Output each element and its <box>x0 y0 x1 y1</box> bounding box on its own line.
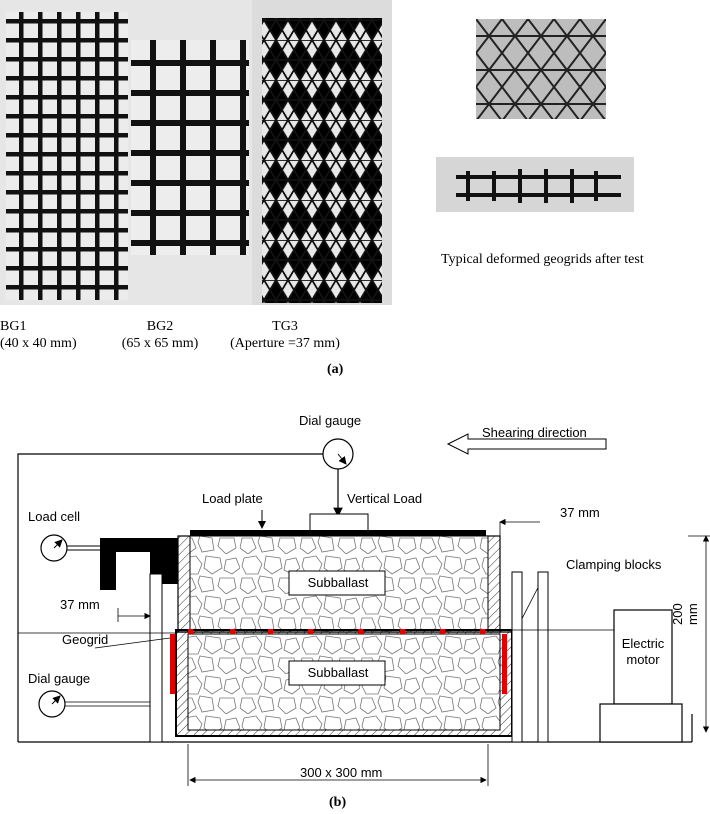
sample-spec: (65 x 65 mm) <box>121 336 199 351</box>
dim-300mm-label: 300 x 300 mm <box>300 765 383 780</box>
dim-37mm-right: 37 mm <box>560 505 600 520</box>
subballast-upper-box <box>288 570 386 596</box>
shearing-direction-label: Shearing direction <box>482 425 587 440</box>
panel-b-label: (b) <box>329 795 347 810</box>
shearing-direction-arrow <box>446 433 607 455</box>
dial-gauge-left-label: Dial gauge <box>28 671 91 686</box>
vertical-load-label: Vertical Load <box>347 491 423 506</box>
sample-caption-bg1: BG1 (40 x 40 mm) <box>0 318 77 352</box>
load-plate-label: Load plate <box>202 491 263 506</box>
load-plate <box>190 530 486 536</box>
geogrid-samples-graphic <box>0 0 392 305</box>
sample-spec: (40 x 40 mm) <box>0 336 77 351</box>
geogrid-photo-panel <box>0 0 392 305</box>
deformed-geogrids-caption: Typical deformed geogrids after test <box>441 252 644 267</box>
deformed-geogrid-photo-bottom <box>436 157 634 212</box>
sample-caption-tg3: TG3 (Aperture =37 mm) <box>220 318 350 352</box>
sample-name: BG2 <box>146 319 174 334</box>
subballast-lower-box <box>288 660 386 686</box>
subballast-upper-label: Subballast <box>307 575 369 590</box>
load-cell-label: Load cell <box>28 509 81 524</box>
sample-name: TG3 <box>272 319 298 334</box>
sample-caption-bg2: BG2 (65 x 65 mm) <box>110 318 210 352</box>
electric-motor-line1: Electric <box>621 636 665 651</box>
clamping-blocks-label: Clamping blocks <box>566 557 662 572</box>
dim-200mm: 200 mm <box>670 603 700 625</box>
deformed-geogrid-photo-top <box>476 19 606 119</box>
push-bracket <box>100 538 164 590</box>
dim-37mm-left: 37 mm <box>60 597 100 612</box>
panel-a-label: (a) <box>327 362 344 377</box>
direct-shear-apparatus-diagram <box>17 433 710 786</box>
electric-motor-label: Electric motor <box>614 636 672 668</box>
geogrid-label: Geogrid <box>62 632 109 647</box>
subballast-lower-label: Subballast <box>307 665 369 680</box>
electric-motor-line2: motor <box>626 652 660 667</box>
dial-gauge-top-label: Dial gauge <box>299 413 362 428</box>
sample-name: BG1 <box>0 319 27 334</box>
sample-spec: (Aperture =37 mm) <box>230 336 340 351</box>
